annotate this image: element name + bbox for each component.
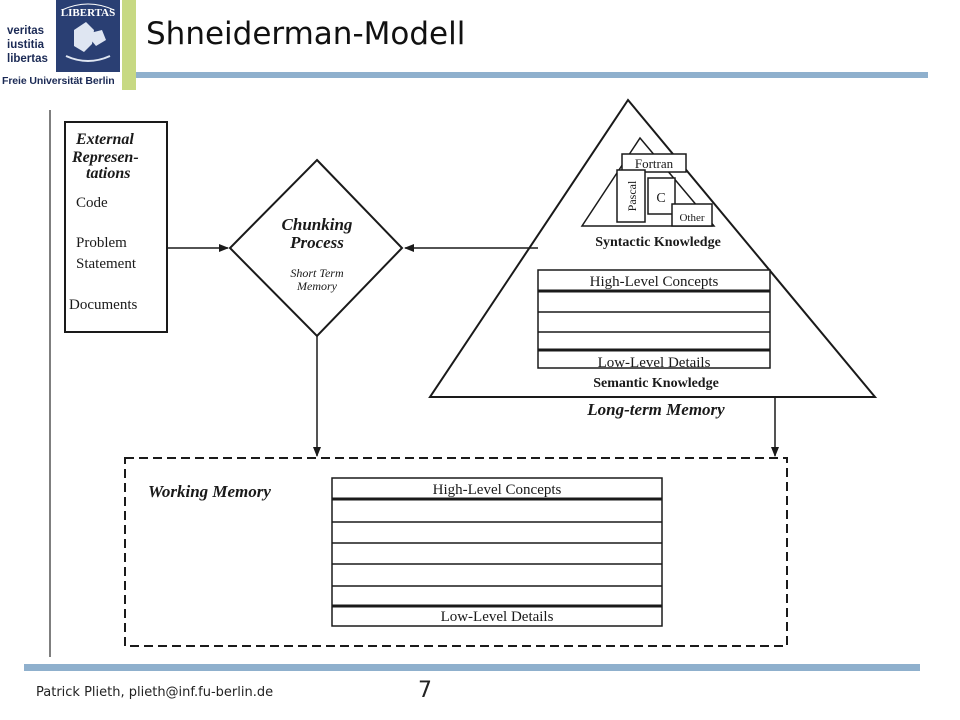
- other-box: [671, 203, 713, 227]
- chunking-title-line: Chunking: [282, 215, 353, 234]
- seal-icon: LIBERTAS: [56, 0, 120, 72]
- working-memory-box: Working Memory High-Level Concepts Low-L…: [124, 457, 788, 647]
- low-level-details-label: Low-Level Details: [598, 355, 711, 371]
- external-title-line: Represen-: [71, 149, 139, 166]
- syntactic-knowledge-label: Syntactic Knowledge: [595, 235, 721, 250]
- chunking-process-diamond: Chunking Process Short Term Memory: [228, 158, 404, 338]
- logo-motto: veritas iustitia libertas: [7, 24, 48, 66]
- external-item: Problem: [76, 235, 127, 251]
- external-representations-box: External Represen- tations Code Problem …: [64, 121, 168, 333]
- page-number: 7: [418, 678, 432, 703]
- language-label: Fortran: [635, 156, 674, 171]
- external-title-line: tations: [86, 165, 130, 182]
- logo-motto-line: libertas: [7, 53, 48, 65]
- working-memory-stack: [331, 477, 663, 627]
- external-title-line: External: [75, 131, 134, 148]
- logo-motto-line: veritas: [7, 25, 45, 37]
- footer-author: Patrick Plieth, plieth@inf.fu-berlin.de: [36, 685, 274, 700]
- title-rule: [136, 72, 928, 78]
- language-label: C: [656, 191, 665, 206]
- language-label: Pascal: [625, 180, 639, 211]
- working-memory-label: Working Memory: [148, 482, 271, 501]
- fortran-box: [621, 153, 687, 173]
- high-level-concepts-label: High-Level Concepts: [590, 274, 719, 290]
- external-item: Statement: [76, 256, 137, 272]
- seal-text: LIBERTAS: [61, 7, 115, 19]
- university-name: Freie Universität Berlin: [2, 75, 115, 87]
- accent-bar: [122, 0, 136, 90]
- shneiderman-diagram: External Represen- tations Code Problem …: [49, 98, 878, 657]
- chunking-title-line: Process: [289, 233, 344, 252]
- pascal-box: [616, 169, 646, 223]
- long-term-memory-label: Long-term Memory: [586, 400, 725, 419]
- long-term-memory-triangle: Fortran Pascal C Other Syntactic Knowled…: [428, 98, 878, 419]
- external-item: Code: [76, 195, 108, 211]
- university-logo: veritas iustitia libertas LIBERTAS Freie…: [0, 0, 122, 92]
- high-level-concepts-label: High-Level Concepts: [433, 482, 562, 498]
- c-box: [647, 177, 676, 215]
- external-item: Documents: [69, 297, 137, 313]
- footer-rule: [24, 664, 920, 671]
- slide-title: Shneiderman-Modell: [146, 16, 466, 52]
- semantic-knowledge-label: Semantic Knowledge: [593, 376, 719, 391]
- semantic-stack: [537, 269, 771, 369]
- chunking-sub-line: Memory: [296, 279, 338, 293]
- chunking-sub-line: Short Term: [290, 266, 344, 280]
- logo-motto-line: iustitia: [7, 39, 45, 51]
- language-label: Other: [679, 212, 704, 224]
- low-level-details-label: Low-Level Details: [441, 609, 554, 625]
